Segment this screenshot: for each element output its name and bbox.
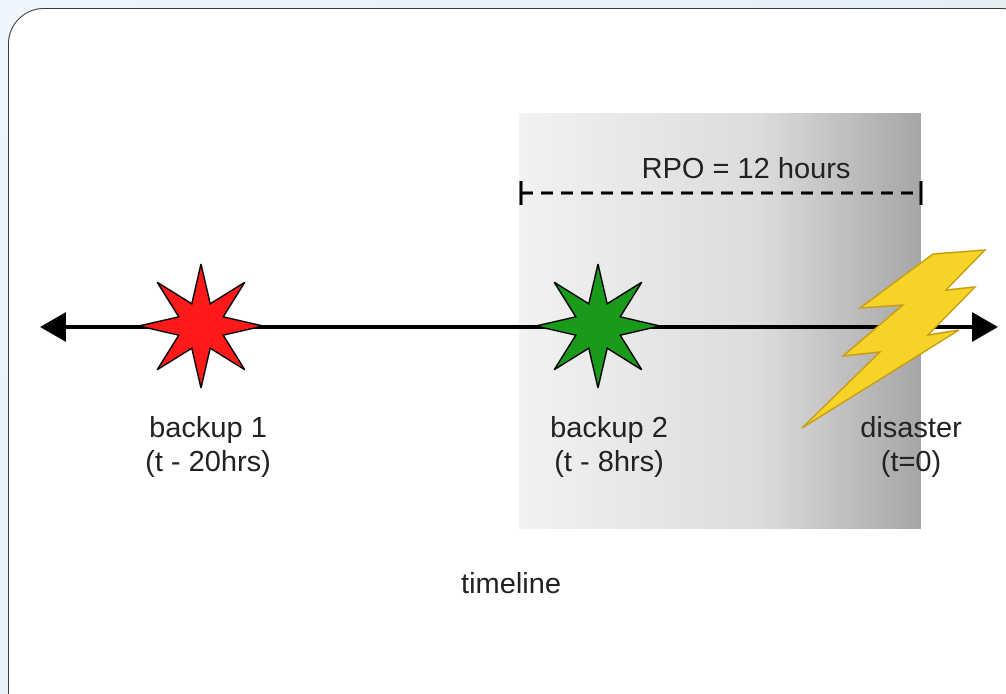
disaster-lightning-icon xyxy=(801,249,987,429)
backup-2-label: backup 2 xyxy=(550,412,668,444)
rpo-span-indicator xyxy=(519,181,923,205)
disaster-time: (t=0) xyxy=(881,446,941,478)
backup-1-label: backup 1 xyxy=(149,412,267,444)
backup-1-time: (t - 20hrs) xyxy=(145,446,271,478)
backup-2-time: (t - 8hrs) xyxy=(554,446,664,478)
disaster-label: disaster xyxy=(860,412,962,444)
rpo-label: RPO = 12 hours xyxy=(642,153,851,185)
arrow-right-icon xyxy=(972,312,998,342)
backup-1-star-icon xyxy=(138,263,264,389)
arrow-left-icon xyxy=(40,312,66,342)
backup-2-star-icon xyxy=(535,263,661,389)
timeline-caption: timeline xyxy=(461,568,561,600)
